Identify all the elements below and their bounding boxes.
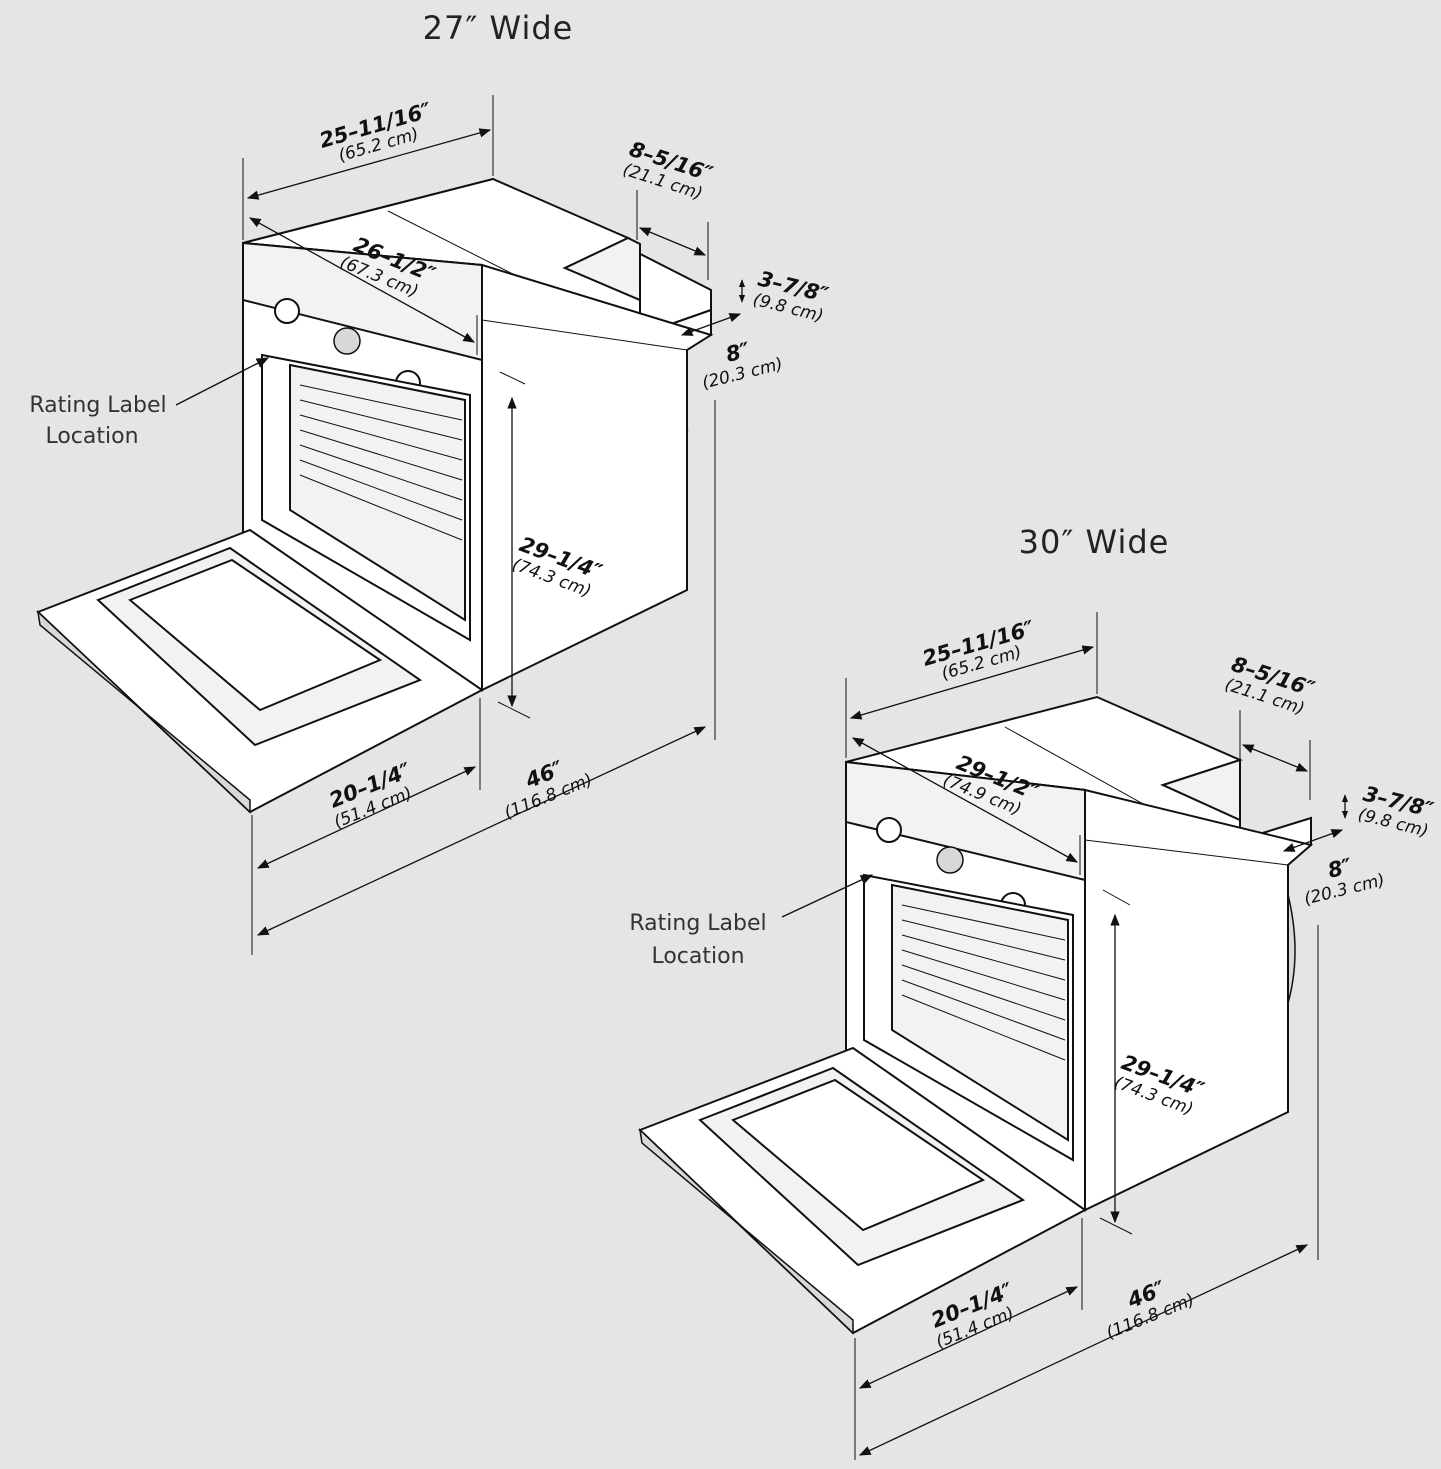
oven-30-door-edge xyxy=(638,1127,854,1335)
oven-27-racks xyxy=(299,384,463,541)
oven-30-knob-left xyxy=(876,817,902,843)
oven-30-cavity xyxy=(891,883,1069,1142)
oven-30-front-width-dimension xyxy=(851,737,1079,863)
oven-27-wide: 27″ Wide xyxy=(29,9,831,955)
oven-30-rating-label-arrow xyxy=(781,874,874,918)
oven-30-clock xyxy=(936,846,964,874)
oven-30-rear-box xyxy=(1160,758,1241,822)
oven-27-side-line xyxy=(481,319,688,351)
oven-30-side-line xyxy=(1084,839,1289,866)
oven-27-side-face xyxy=(481,263,714,692)
oven-27-rating-label-arrow xyxy=(175,357,270,406)
oven-30-depth-total-dimension xyxy=(849,645,1095,720)
oven-27-door-edge xyxy=(36,609,251,814)
oven-30-racks xyxy=(901,904,1066,1061)
oven-30-rear-box-depth-dimension xyxy=(1282,829,1344,852)
oven-27-knob-left xyxy=(274,298,300,324)
oven-27-rear-box-depth-dimension xyxy=(680,313,742,336)
oven-30-overall-depth-dimension xyxy=(858,1244,1309,1456)
oven-27-rear-box-width-dimension xyxy=(638,227,707,256)
oven-30-wide: 30″ Wide xyxy=(629,523,1436,1460)
oven-30-rating-label-line2: Location xyxy=(651,944,744,969)
oven-27-rating-label-line2: Location xyxy=(45,424,138,449)
oven-27-clock xyxy=(333,327,361,355)
oven-30-rear-box-width-dimension xyxy=(1241,744,1309,772)
oven-27-overall-depth-dimension xyxy=(256,726,707,936)
oven-30-rating-label-line1: Rating Label xyxy=(629,911,766,936)
oven-27-front-width-dimension xyxy=(248,217,476,343)
oven-30-side-face xyxy=(1084,788,1314,1212)
oven-27-title: 27″ Wide xyxy=(423,9,574,47)
oven-30-title: 30″ Wide xyxy=(1019,523,1170,561)
oven-27-depth-total-dimension xyxy=(246,128,492,200)
oven-30-door-glass xyxy=(731,1078,986,1232)
oven-27-cavity xyxy=(289,363,466,622)
oven-27-door-glass xyxy=(128,558,383,712)
oven-27-rating-label-line1: Rating Label xyxy=(29,393,166,418)
